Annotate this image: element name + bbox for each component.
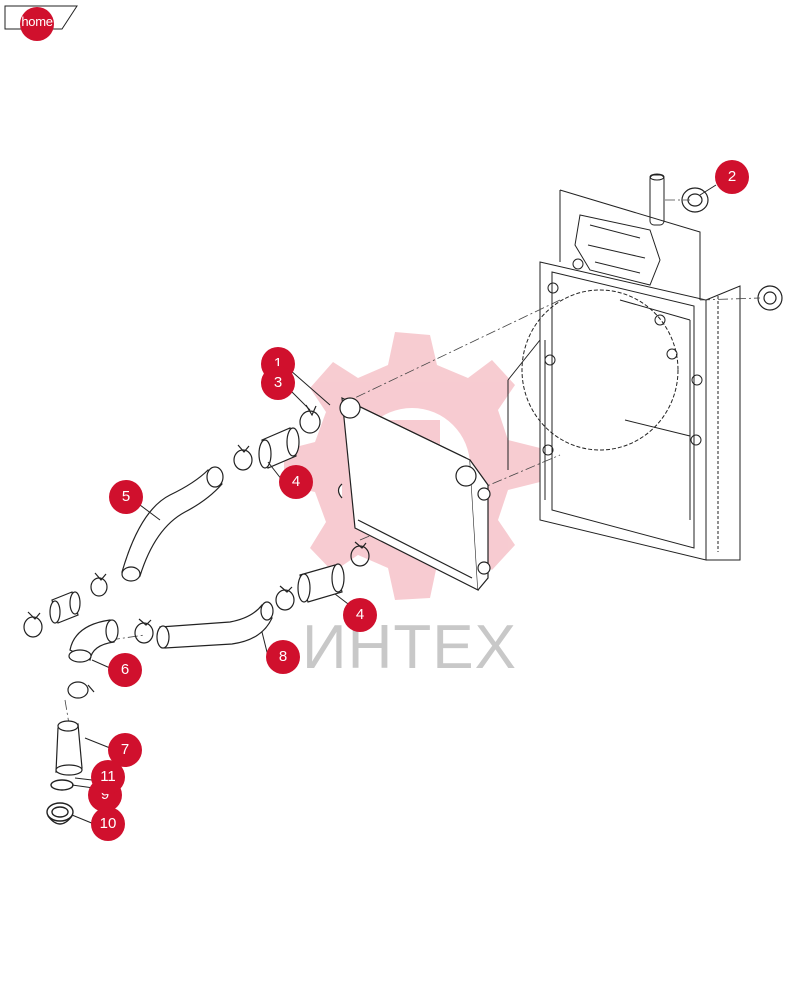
callout-5[interactable]: 5	[109, 480, 143, 514]
home-tab[interactable]: home	[4, 5, 78, 41]
seal-rings	[681, 187, 783, 311]
callout-3[interactable]: 3	[261, 366, 295, 400]
hose-couplers	[49, 427, 345, 624]
watermark-text: ИНТЕХ	[302, 613, 517, 682]
hose-lower	[156, 601, 274, 649]
outlet-tube	[55, 720, 83, 776]
callout-6[interactable]: 6	[108, 653, 142, 687]
charge-air-cooler	[337, 396, 491, 592]
callout-10[interactable]: 10	[91, 807, 125, 841]
callout-2[interactable]: 2	[715, 160, 749, 194]
radiator-assembly	[507, 173, 741, 561]
callout-4-lower[interactable]: 4	[343, 598, 377, 632]
seal-and-clamp	[46, 779, 74, 825]
elbow-hose	[68, 619, 119, 663]
hose-upper	[121, 466, 224, 582]
callout-4-upper[interactable]: 4	[279, 465, 313, 499]
callout-8[interactable]: 8	[266, 640, 300, 674]
callout-11[interactable]: 11	[91, 760, 125, 794]
home-button[interactable]: home	[20, 7, 54, 41]
